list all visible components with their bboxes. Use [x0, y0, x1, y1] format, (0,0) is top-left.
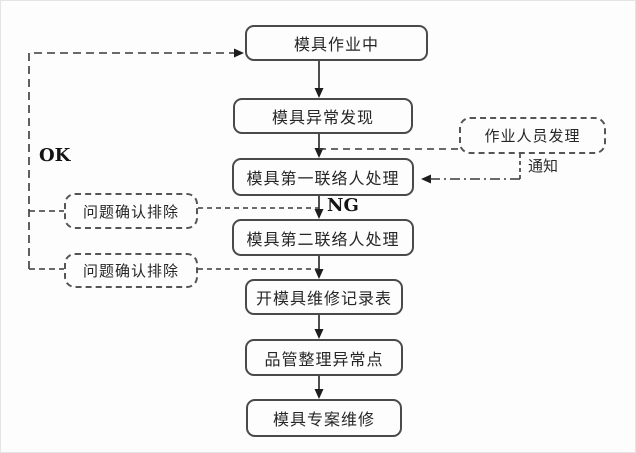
flow-node-problem-resolved-1: 问题确认排除: [64, 193, 198, 229]
flow-node-mold-in-operation: 模具作业中: [245, 25, 428, 61]
flow-node-first-contact-handle: 模具第一联络人处理: [232, 158, 414, 196]
edge-label-notify: 通知: [528, 157, 559, 175]
flow-node-abnormality-found: 模具异常发现: [233, 98, 413, 134]
flow-node-operator-handle: 作业人员发理: [459, 117, 606, 154]
flow-node-special-repair: 模具专案维修: [246, 399, 402, 437]
flow-node-qc-abnormal-points: 品管整理异常点: [245, 339, 403, 376]
flow-node-repair-record-form: 开模具维修记录表: [245, 279, 403, 315]
edge-label-ng: NG: [327, 195, 359, 216]
edge-label-ok: OK: [39, 145, 71, 166]
flow-node-problem-resolved-2: 问题确认排除: [64, 253, 198, 288]
flow-node-second-contact-handle: 模具第二联络人处理: [232, 219, 414, 256]
